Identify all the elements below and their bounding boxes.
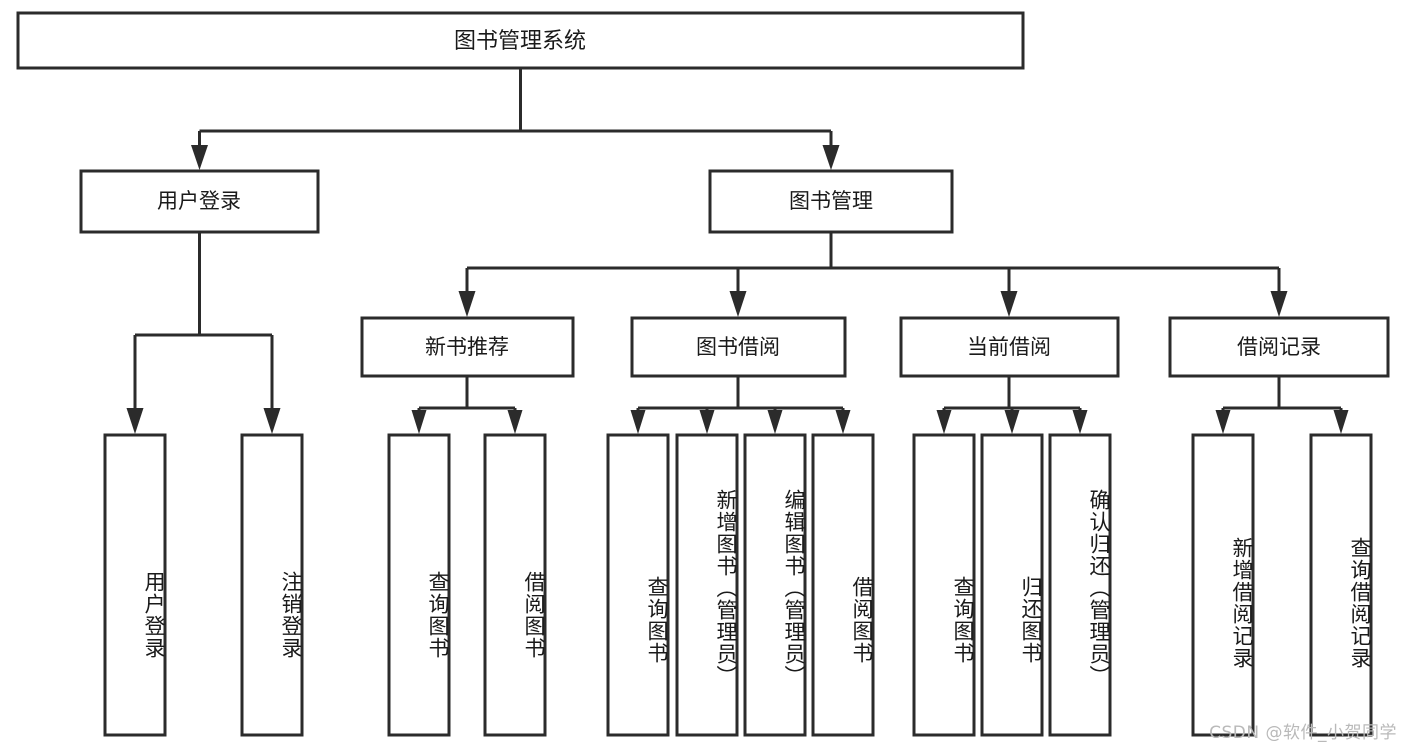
- arrow-head-user-login: [191, 145, 208, 170]
- node-box-root[interactable]: [16, 11, 1025, 70]
- node-label-new-book-recommend: 新书推荐: [425, 335, 509, 359]
- arrow-head-current-return-book: [1004, 410, 1020, 434]
- arrow-head-current-query-book: [936, 410, 952, 434]
- arrow-head-current-borrow: [1000, 291, 1018, 317]
- node-box-new-book-recommend[interactable]: [360, 316, 575, 378]
- node-box-current-borrow[interactable]: [899, 316, 1120, 378]
- arrow-head-book-management: [822, 145, 840, 170]
- arrow-head-recommend-borrow-book: [507, 410, 523, 434]
- arrow-head-record-add: [1215, 410, 1231, 434]
- node-box-current-query-book[interactable]: [912, 433, 976, 737]
- arrow-head-recommend-query-book: [411, 410, 427, 434]
- node-layer: 图书管理系统 用户登录 图书管理 新书推荐 图书借阅 当前借阅 借阅记录: [16, 11, 1390, 737]
- node-label-current-borrow: 当前借阅: [967, 335, 1051, 359]
- arrow-head-borrow-query-book: [630, 410, 646, 434]
- arrow-head-user-logout: [263, 408, 281, 434]
- node-box-recommend-query-book[interactable]: [387, 433, 451, 737]
- arrow-head-borrow-records: [1270, 291, 1288, 317]
- node-box-user-login[interactable]: [79, 169, 320, 234]
- node-box-current-return-book[interactable]: [980, 433, 1044, 737]
- node-box-record-query[interactable]: [1309, 433, 1373, 737]
- node-box-recommend-borrow-book[interactable]: [483, 433, 547, 737]
- node-box-book-management[interactable]: [708, 169, 954, 234]
- node-box-borrow-records[interactable]: [1168, 316, 1390, 378]
- node-box-user-logout[interactable]: [240, 433, 304, 737]
- node-label-book-borrow: 图书借阅: [696, 335, 780, 359]
- arrow-head-borrow-add-book: [699, 410, 715, 434]
- node-box-borrow-borrow-book[interactable]: [811, 433, 875, 737]
- arrow-head-borrow-edit-book: [767, 410, 783, 434]
- node-box-record-add[interactable]: [1191, 433, 1255, 737]
- node-box-borrow-add-book[interactable]: [675, 433, 739, 737]
- node-box-borrow-query-book[interactable]: [606, 433, 670, 737]
- node-box-book-borrow[interactable]: [630, 316, 847, 378]
- node-box-borrow-edit-book[interactable]: [743, 433, 807, 737]
- node-label-root: 图书管理系统: [454, 29, 586, 54]
- arrow-head-user-login-do: [126, 408, 144, 434]
- connector-layer: [126, 68, 1349, 434]
- arrow-head-book-borrow: [729, 291, 747, 317]
- node-label-user-login: 用户登录: [157, 189, 241, 213]
- csdn-watermark: CSDN @软件_小贺同学: [1209, 723, 1397, 743]
- arrow-head-new-book-recommend: [458, 291, 476, 317]
- node-label-borrow-records: 借阅记录: [1237, 335, 1321, 359]
- arrow-head-borrow-borrow-book: [835, 410, 851, 434]
- node-box-user-login-do[interactable]: [103, 433, 167, 737]
- node-box-current-confirm-return[interactable]: [1048, 433, 1112, 737]
- arrow-head-record-query: [1333, 410, 1349, 434]
- node-label-book-management: 图书管理: [789, 189, 873, 213]
- arrow-head-current-confirm-return: [1072, 410, 1088, 434]
